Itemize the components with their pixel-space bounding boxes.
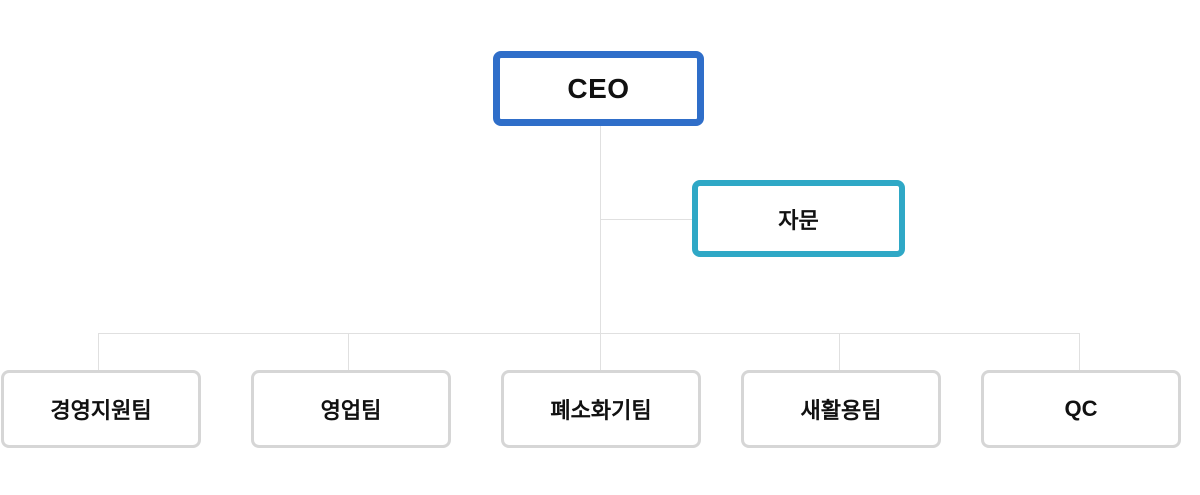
team-box-sales: 영업팀	[251, 370, 451, 448]
ceo-box: CEO	[493, 51, 704, 126]
ceo-label: CEO	[567, 72, 630, 104]
team-box-qc: QC	[981, 370, 1181, 448]
team-box-upcycling: 새활용팀	[741, 370, 941, 448]
connector-teams-horizontal	[98, 333, 1080, 334]
team-box-management-support: 경영지원팀	[1, 370, 201, 448]
team-label: QC	[1064, 396, 1098, 421]
advisory-box: 자문	[692, 180, 905, 257]
connector-team-4-drop	[839, 333, 840, 370]
connector-team-2-drop	[348, 333, 349, 370]
team-box-waste-extinguisher: 폐소화기팀	[501, 370, 701, 448]
connector-ceo-vertical	[600, 126, 601, 333]
connector-team-5-drop	[1079, 333, 1080, 370]
team-label: 경영지원팀	[50, 398, 152, 423]
connector-team-3-drop	[600, 333, 601, 370]
connector-team-1-drop	[98, 333, 99, 370]
connector-advisory-horizontal	[600, 219, 692, 220]
team-label: 영업팀	[320, 398, 382, 423]
team-label: 폐소화기팀	[550, 398, 652, 423]
team-label: 새활용팀	[800, 398, 882, 423]
advisory-label: 자문	[778, 207, 819, 233]
